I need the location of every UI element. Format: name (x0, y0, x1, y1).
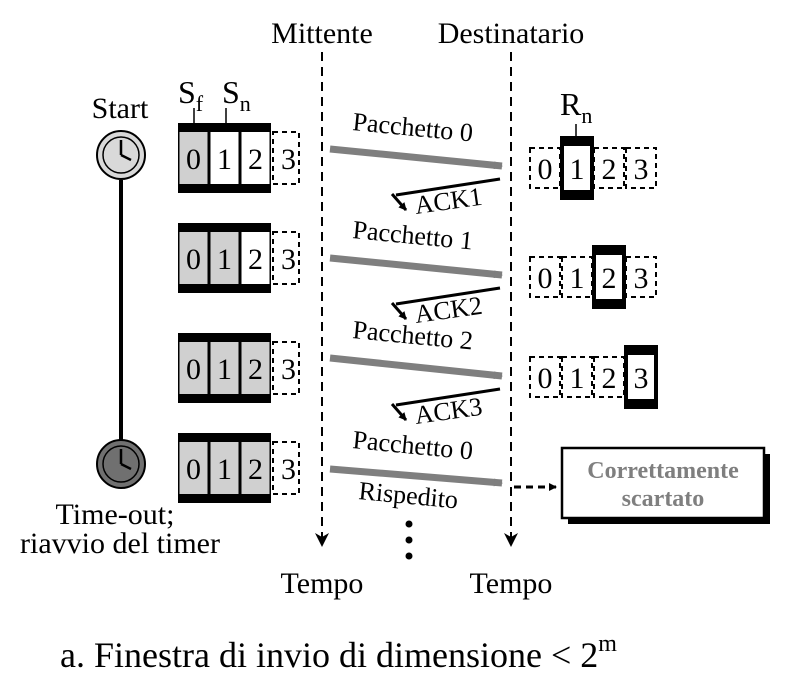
receiver-heading: Destinatario (438, 17, 585, 50)
timer-start-label: Start (92, 92, 149, 125)
sender-window-cell: 1 (217, 143, 232, 176)
ack-arrow-2-tip (390, 302, 408, 320)
sn-pointer-main: S (222, 74, 240, 110)
ack-label-2: ACK2 (413, 291, 484, 329)
ack-arrow-3 (395, 387, 501, 407)
sender-window-cell: 3 (281, 143, 296, 176)
clock-timeout-icon (96, 439, 146, 489)
continuation-dots (405, 520, 413, 560)
discard-label-line1: Correttamente (587, 458, 739, 484)
ack-label-1: ACK1 (413, 182, 484, 220)
packet-arrow-4 (329, 465, 503, 487)
receiver-time-label: Tempo (470, 567, 553, 600)
packet-label-1: Pacchetto 0 (351, 107, 474, 147)
rn-pointer-main: R (560, 86, 582, 122)
packet-arrow-3 (329, 354, 503, 380)
svg-text:Sn: Sn (222, 74, 251, 116)
receiver-window-cell: 2 (602, 362, 617, 395)
rn-pointer-sub: n (581, 103, 592, 128)
receiver-window-cell: 2 (602, 262, 617, 295)
receiver-window-cell: 1 (570, 362, 585, 395)
receiver-window-cell: 3 (634, 153, 649, 186)
timeout-label-line2: riavvio del timer (20, 527, 220, 560)
packet-arrow-2 (329, 254, 503, 279)
sf-pointer-sub: f (196, 91, 204, 116)
resent-label: Rispedito (357, 476, 459, 514)
sender-window-cell: 0 (186, 143, 201, 176)
ack-arrow-1-tip (390, 193, 408, 211)
receiver-window-cell: 0 (538, 262, 553, 295)
svg-text:Sf: Sf (178, 74, 204, 116)
sn-pointer-sub: n (240, 91, 251, 116)
ack-arrow-1 (395, 177, 501, 197)
ack-arrow-3-tip (390, 403, 408, 421)
receiver-window-cell: 3 (634, 262, 649, 295)
figure-caption: a. Finestra di invio di dimensione < 2m (60, 631, 617, 675)
sender-heading: Mittente (271, 17, 373, 50)
receiver-window-cell: 2 (602, 153, 617, 186)
sender-window-cell: 2 (248, 243, 263, 276)
timeout-label-line1: Time-out; (56, 498, 175, 531)
receiver-window-cell: 1 (570, 153, 585, 186)
receiver-window-cell: 3 (634, 362, 649, 395)
discard-label-line2: scartato (622, 486, 705, 512)
figure-caption-exponent: m (598, 631, 617, 657)
sf-pointer: Sf (178, 74, 204, 124)
figure-caption-text: a. Finestra di invio di dimensione < 2 (60, 635, 598, 675)
sender-time-label: Tempo (281, 567, 364, 600)
packet-label-2: Pacchetto 1 (351, 215, 474, 255)
svg-text:Rn: Rn (560, 86, 592, 128)
sender-window-cell: 0 (186, 453, 201, 486)
clock-start-icon (96, 130, 146, 180)
sender-window-cell: 2 (248, 143, 263, 176)
rn-pointer: Rn (560, 86, 592, 138)
sender-window-cell: 3 (281, 353, 296, 386)
sn-pointer: Sn (222, 74, 251, 124)
sender-window-cell: 3 (281, 453, 296, 486)
sender-window-cell: 3 (281, 243, 296, 276)
sender-window-cell: 2 (248, 353, 263, 386)
ack-label-3: ACK3 (413, 392, 484, 430)
sender-window-cell: 0 (186, 243, 201, 276)
receiver-window-cell: 1 (570, 262, 585, 295)
ack-arrow-2 (395, 286, 501, 306)
sender-window-cell: 1 (217, 353, 232, 386)
sender-window-cell: 1 (217, 453, 232, 486)
receiver-window-cell: 0 (538, 153, 553, 186)
sender-window-cell: 1 (217, 243, 232, 276)
sender-window-cell: 0 (186, 353, 201, 386)
receiver-window-cell: 0 (538, 362, 553, 395)
packet-arrow-1 (329, 145, 503, 170)
discard-box: Correttamente scartato (560, 446, 770, 524)
sender-window-cell: 2 (248, 453, 263, 486)
packet-label-4: Pacchetto 0 (351, 425, 474, 465)
sf-pointer-main: S (178, 74, 196, 110)
